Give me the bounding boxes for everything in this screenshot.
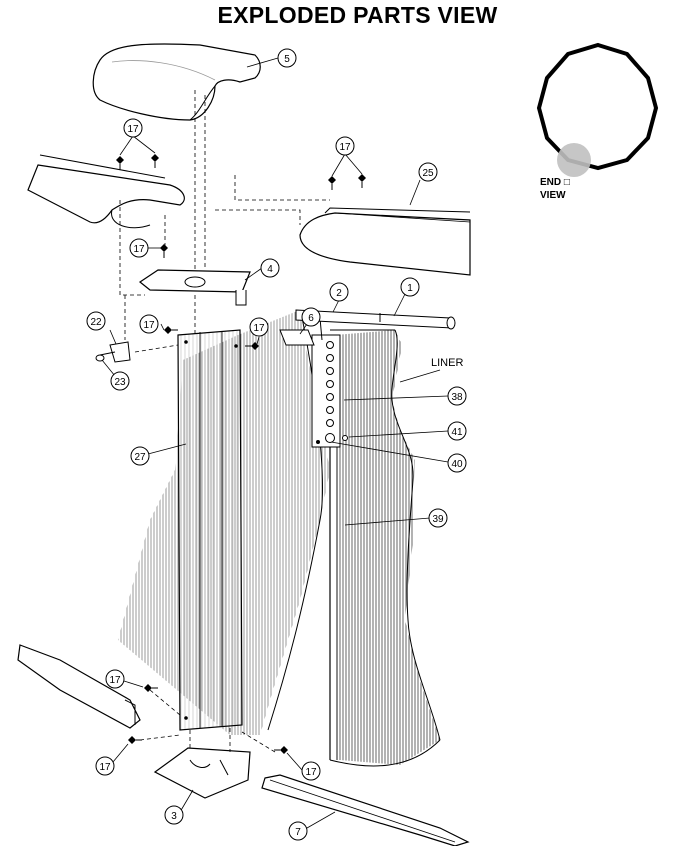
callout-40: 40 [447, 453, 467, 473]
svg-text:17: 17 [99, 762, 111, 773]
callout-39: 39 [428, 508, 448, 528]
svg-text:7: 7 [295, 827, 301, 838]
callout-1: 1 [400, 277, 420, 297]
bottom-plate-3 [153, 747, 251, 799]
svg-text:5: 5 [284, 54, 290, 65]
svg-text:23: 23 [114, 377, 126, 388]
page-title: EXPLODED PARTS VIEW [217, 2, 498, 28]
callout-27: 27 [130, 446, 150, 466]
svg-text:2: 2 [336, 288, 342, 299]
callout-17g: 17 [95, 756, 115, 776]
svg-text:17: 17 [253, 323, 265, 334]
screws [116, 154, 366, 754]
svg-text:25: 25 [422, 168, 434, 179]
svg-text:17: 17 [133, 244, 145, 255]
bottom-rail-left [17, 644, 141, 729]
svg-text:1: 1 [407, 283, 413, 294]
callout-5: 5 [277, 48, 297, 68]
svg-text:27: 27 [134, 452, 146, 463]
svg-text:3: 3 [171, 811, 177, 822]
callout-17a: 17 [123, 118, 143, 138]
end-view-figure: END □ VIEW [536, 42, 659, 201]
top-plate-4 [138, 269, 251, 306]
callout-2: 2 [329, 282, 349, 302]
rods-1-2 [295, 309, 456, 330]
svg-text:40: 40 [451, 459, 463, 470]
svg-text:17: 17 [339, 142, 351, 153]
bracket-22 [95, 341, 131, 363]
upright-post-27 [177, 329, 243, 731]
callout-38: 38 [447, 386, 467, 406]
end-view-highlight [557, 143, 591, 177]
svg-text:39: 39 [432, 514, 444, 525]
top-rail-25 [299, 207, 471, 276]
end-view-polygon [536, 42, 659, 171]
svg-text:22: 22 [90, 317, 102, 328]
callout-17h: 17 [301, 761, 321, 781]
callout-17f: 17 [105, 669, 125, 689]
callout-17d: 17 [139, 314, 159, 334]
svg-text:4: 4 [267, 264, 273, 275]
callout-17b: 17 [335, 136, 355, 156]
end-view-label-line1: END □ [540, 177, 570, 188]
top-rail-left [27, 154, 185, 229]
callout-7: 7 [288, 821, 308, 841]
leader-lines [101, 57, 449, 829]
callout-17e: 17 [249, 317, 269, 337]
end-view-label-line2: VIEW [540, 190, 566, 201]
callouts: 5 17 17 25 17 4 2 1 22 17 17 6 23 38 41 … [86, 48, 467, 841]
bolt-strip-38 [311, 334, 348, 448]
assembly-dash-lines [119, 90, 330, 753]
callout-41: 41 [447, 421, 467, 441]
liner-label: LINER [431, 357, 463, 369]
callout-6: 6 [301, 307, 321, 327]
svg-text:17: 17 [109, 675, 121, 686]
svg-text:6: 6 [308, 313, 314, 324]
svg-text:17: 17 [127, 124, 139, 135]
svg-text:17: 17 [305, 767, 317, 778]
svg-text:38: 38 [451, 392, 463, 403]
callout-25: 25 [418, 162, 438, 182]
svg-text:17: 17 [143, 320, 155, 331]
callout-4: 4 [260, 258, 280, 278]
callout-3: 3 [164, 805, 184, 825]
top-cap-5 [92, 43, 261, 121]
callout-17c: 17 [129, 238, 149, 258]
bottom-rail-7 [261, 774, 470, 846]
svg-text:41: 41 [451, 427, 463, 438]
callout-22: 22 [86, 311, 106, 331]
liner-leader [399, 369, 441, 383]
pool-liner [329, 329, 441, 767]
callout-23: 23 [110, 371, 130, 391]
